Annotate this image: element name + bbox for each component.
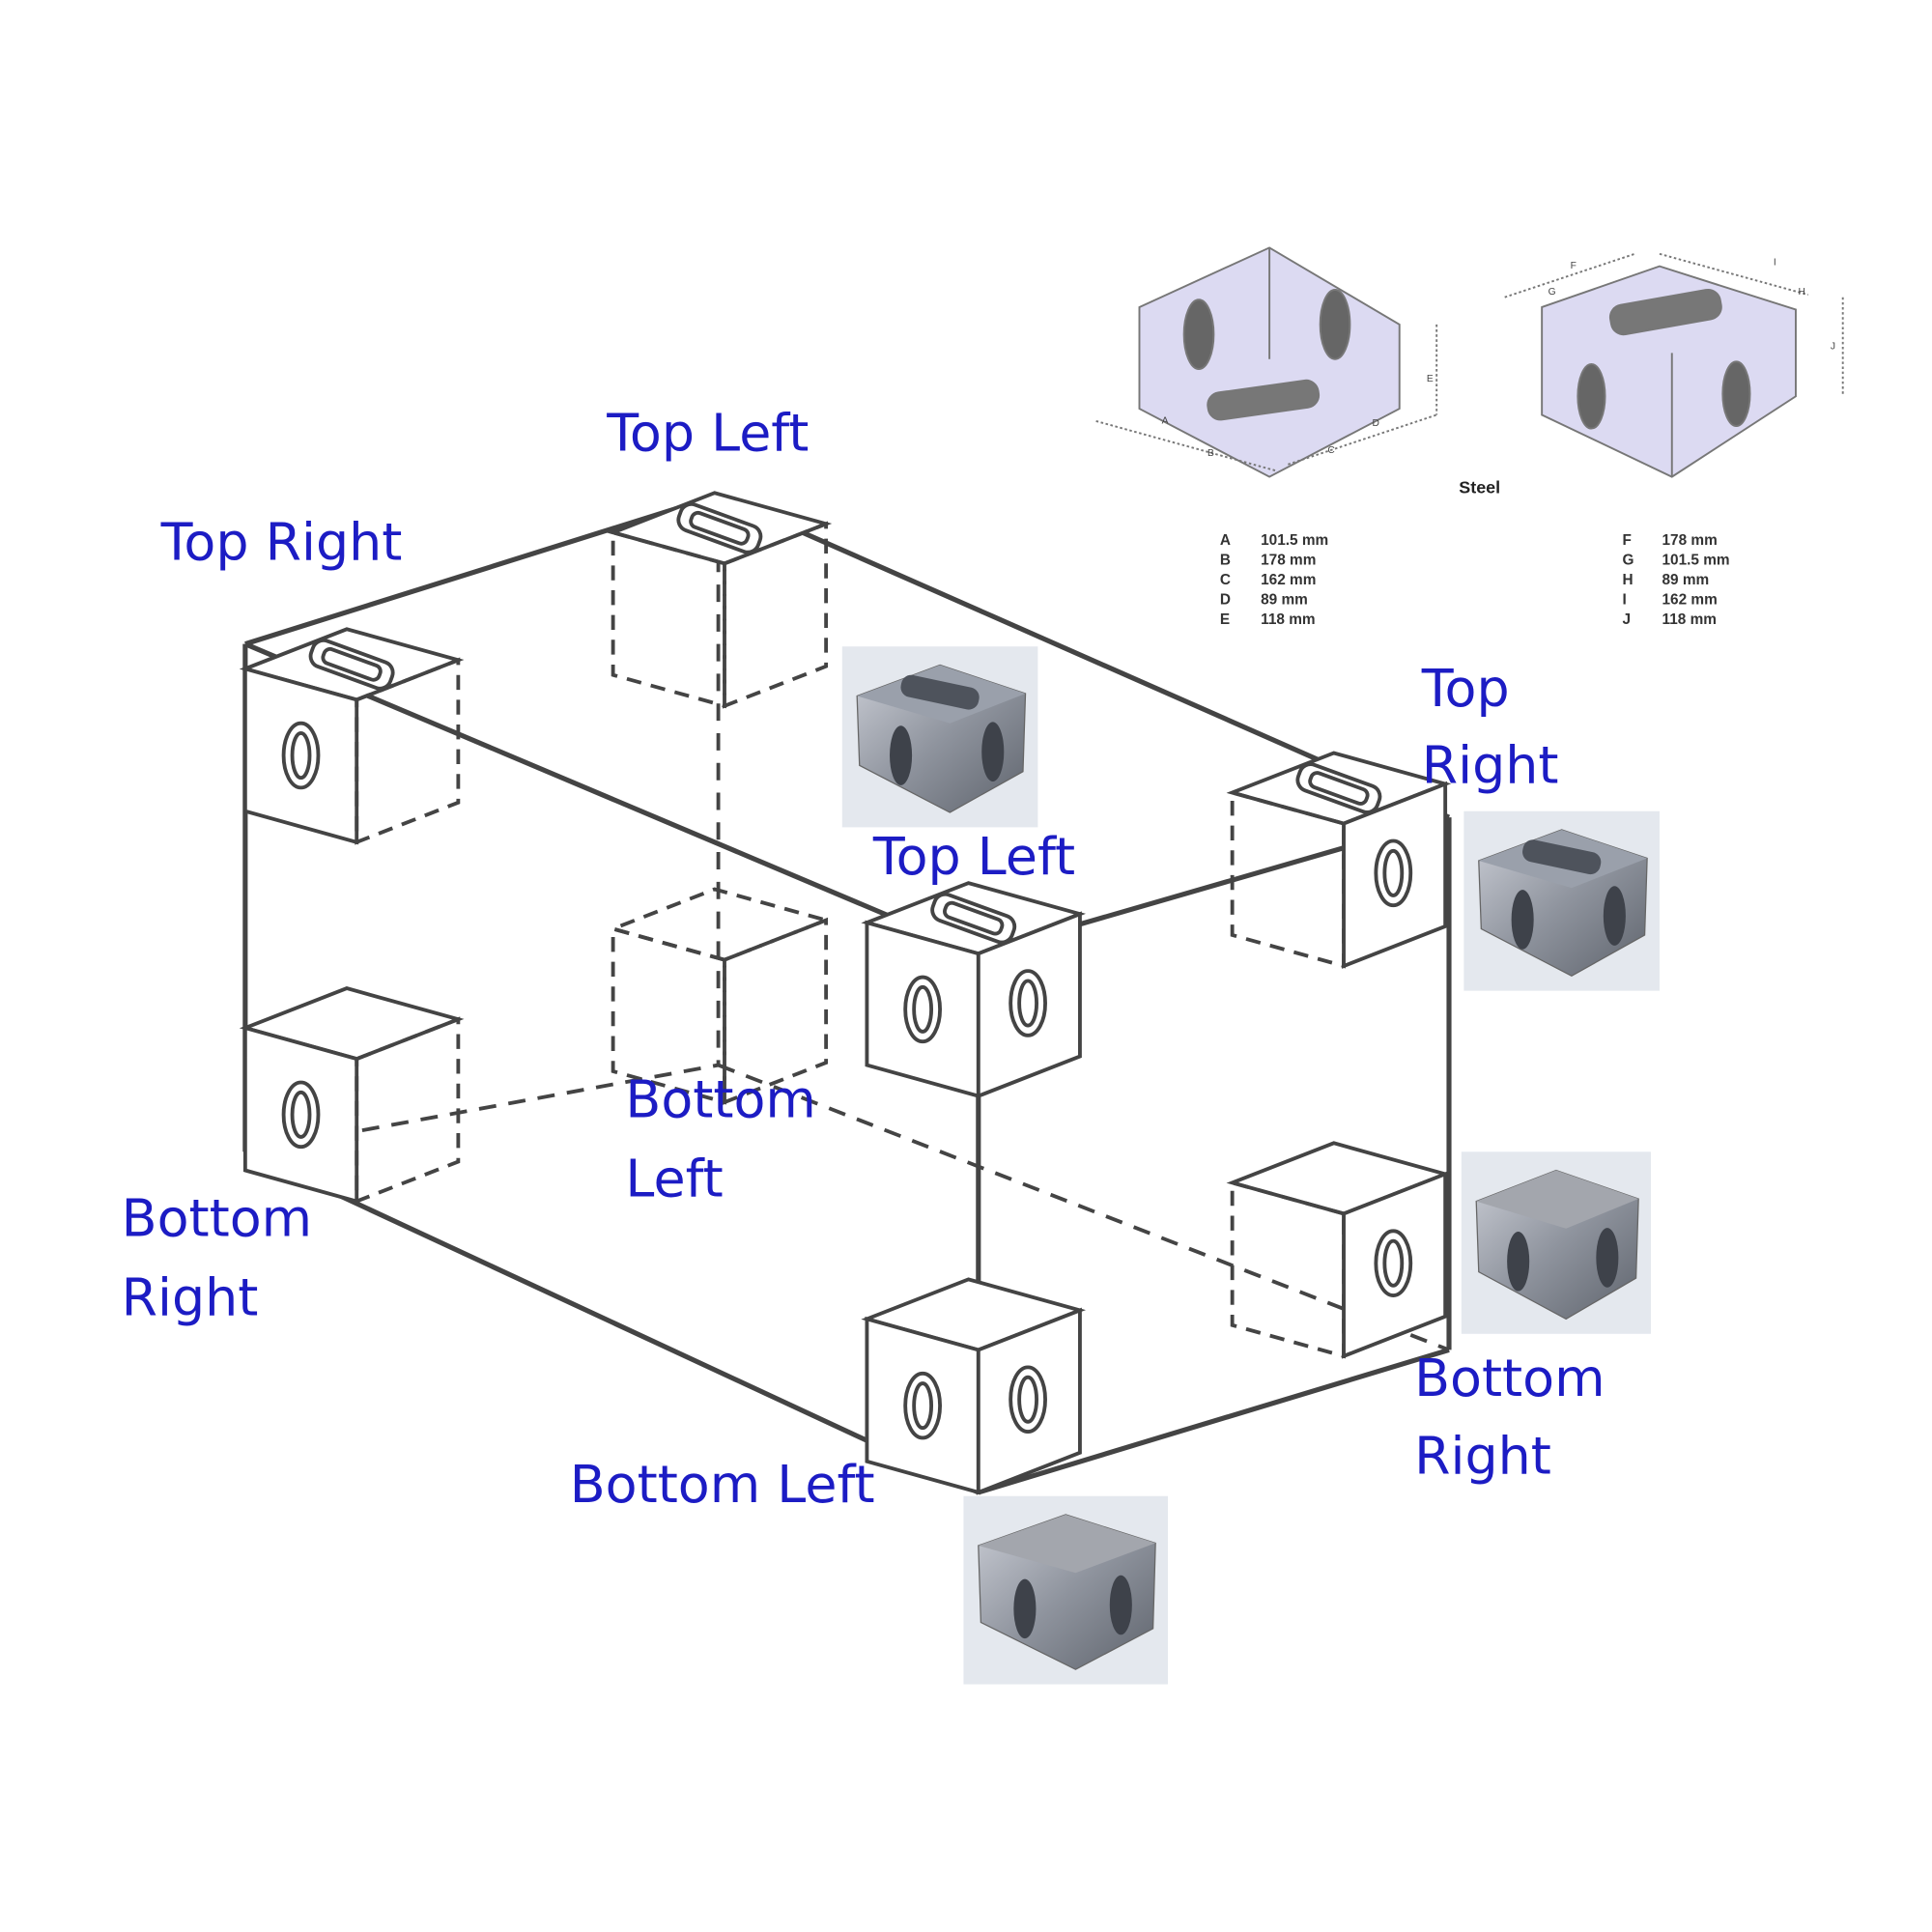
casting-bottom-right-right [1226, 1141, 1452, 1359]
dimension-row-right: H 89 mm [1622, 572, 1709, 588]
dimension-key: D [1220, 592, 1231, 609]
label-top-right-right-line2: Right [1422, 734, 1559, 795]
casting-bottom-left-front [861, 1277, 1087, 1495]
dimension-key: F [1622, 532, 1631, 549]
container-edge [978, 1347, 1450, 1495]
dimension-key: I [1622, 592, 1626, 609]
dimension-value: 118 mm [1662, 611, 1717, 628]
dimension-letter: D [1373, 418, 1379, 429]
dimension-value: 101.5 mm [1261, 532, 1328, 549]
dimension-key: B [1220, 553, 1231, 569]
dimension-value: 162 mm [1662, 592, 1718, 609]
dimension-letter: G [1548, 287, 1556, 298]
dimension-letter: C [1327, 445, 1335, 456]
casting-bottom-left-back [607, 887, 833, 1105]
photo-top-left [841, 646, 1038, 828]
casting-bottom-right-left [239, 986, 465, 1205]
photo-bottom-right [1461, 1151, 1651, 1334]
material-label: Steel [1459, 477, 1500, 497]
dimension-letter: J [1831, 342, 1835, 353]
label-top-right-left: Top Right [160, 511, 403, 572]
casting-top-right-right [1226, 751, 1452, 969]
label-bottom-right-left-line1: Bottom [122, 1187, 312, 1248]
photo-top-right [1463, 810, 1660, 991]
dimension-value: 178 mm [1662, 532, 1718, 549]
label-bottom-right-right-line1: Bottom [1414, 1348, 1605, 1408]
dimension-key: E [1220, 611, 1230, 628]
label-bottom-left-front: Bottom Left [570, 1454, 875, 1515]
label-top-right-right-line1: Top [1421, 658, 1510, 719]
dimension-key: A [1220, 532, 1231, 549]
dimension-value: 89 mm [1662, 572, 1710, 588]
casting-top-left-front [861, 881, 1087, 1099]
dimension-key: C [1220, 572, 1231, 588]
dimension-letter: F [1571, 261, 1577, 271]
corner-castings [239, 491, 1452, 1495]
dimension-row-left: C 162 mm [1220, 572, 1317, 588]
casting-top-left-back [607, 491, 833, 709]
dimension-letter: I [1774, 257, 1776, 268]
dimension-key: H [1622, 572, 1633, 588]
dimension-row-right: F 178 mm [1622, 532, 1717, 549]
casting-top-right-left [239, 627, 465, 845]
dimension-row-left: B 178 mm [1220, 553, 1317, 569]
container-edge [244, 493, 720, 647]
dimension-letter: A [1162, 415, 1169, 426]
dimension-key: G [1622, 553, 1634, 569]
dimension-row-left: D 89 mm [1220, 592, 1308, 609]
container-hidden-edge [717, 1063, 1450, 1352]
dimension-letter: E [1427, 374, 1434, 384]
dimension-row-right: J 118 mm [1622, 611, 1716, 628]
dimension-row-right: I 162 mm [1622, 592, 1717, 609]
dimension-value: 162 mm [1261, 572, 1316, 588]
dimension-row-left: E 118 mm [1220, 611, 1316, 628]
corner-casting-photos [841, 646, 1660, 1685]
label-top-left-back: Top Left [606, 403, 809, 464]
spec-cube-top-corner [1095, 246, 1438, 478]
dimension-letter: H [1799, 287, 1805, 298]
dimension-row-right: G 101.5 mm [1622, 553, 1729, 569]
dimension-value: 118 mm [1261, 611, 1315, 628]
dimension-value: 101.5 mm [1662, 553, 1730, 569]
container-outline [242, 493, 1452, 1495]
dimension-value: 89 mm [1261, 592, 1308, 609]
label-bottom-left-mid-line2: Left [625, 1148, 723, 1208]
label-bottom-left-mid-line1: Bottom [625, 1068, 815, 1129]
label-bottom-right-right-line2: Right [1414, 1426, 1551, 1487]
dimension-letter: B [1208, 448, 1214, 459]
photo-bottom-left [963, 1495, 1168, 1685]
spec-cube-side-corner [1504, 252, 1844, 478]
container-edge [243, 1149, 980, 1495]
label-top-left-front: Top Left [872, 826, 1075, 887]
dimension-row-left: A 101.5 mm [1220, 532, 1328, 549]
position-labels: Top Left Top Right Top Left Top Right Bo… [122, 403, 1605, 1515]
label-bottom-right-left-line2: Right [122, 1267, 259, 1328]
dimension-key: J [1622, 611, 1631, 628]
dimension-value: 178 mm [1261, 553, 1316, 569]
